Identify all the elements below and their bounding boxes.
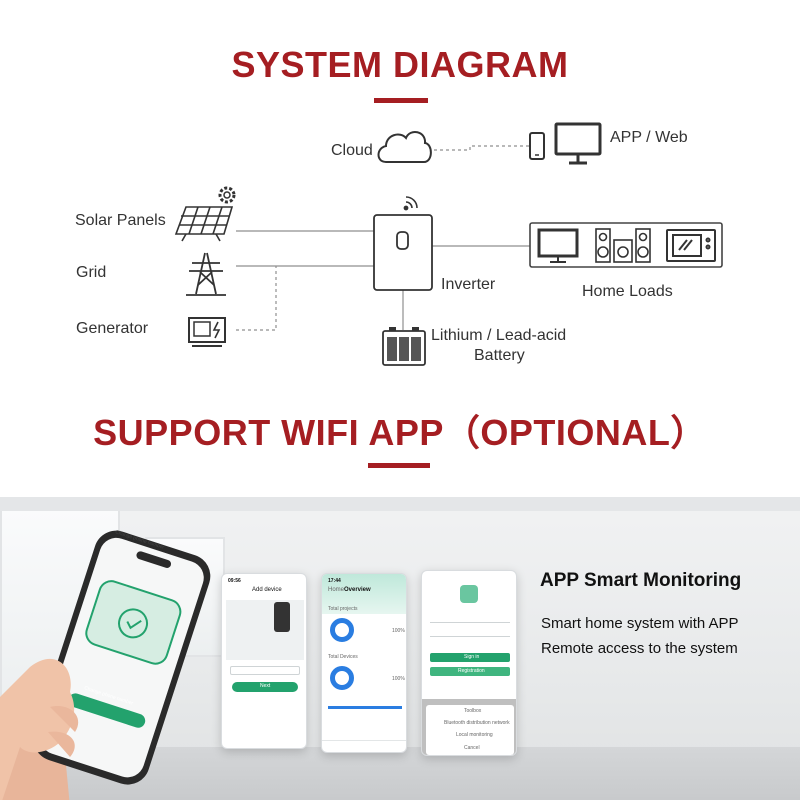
- feature-title: APP Smart Monitoring: [540, 570, 742, 591]
- menu-item-cancel[interactable]: Cancel: [464, 745, 480, 751]
- password-input[interactable]: [430, 629, 510, 637]
- tab-home[interactable]: Home: [328, 587, 345, 593]
- next-button[interactable]: Next: [232, 682, 298, 692]
- title-underline: [374, 98, 428, 103]
- add-device-screen: 09:56 Add device Next: [221, 573, 307, 749]
- feature-item: Remote access to the system: [541, 640, 738, 657]
- home-loads-label: Home Loads: [582, 283, 673, 300]
- add-device-title: Add device: [252, 587, 282, 593]
- system-diagram: [174, 122, 723, 366]
- support-wifi-app-title: SUPPORT WIFI APP（OPTIONAL）: [93, 412, 707, 453]
- projects-ring: [330, 618, 354, 642]
- hand-holding-phone: [0, 530, 211, 800]
- menu-item-bluetooth[interactable]: Bluetooth distribution network: [444, 720, 510, 726]
- gear-icon: [218, 186, 236, 204]
- registration-label: Registration: [458, 668, 485, 674]
- solar-panel-icon: [174, 206, 234, 242]
- account-input[interactable]: [430, 615, 510, 623]
- registration-button[interactable]: Registration: [430, 667, 510, 676]
- sign-in-button[interactable]: Sign in: [430, 653, 510, 662]
- home-loads-box: [529, 222, 723, 268]
- microwave-icon: [666, 229, 716, 262]
- system-diagram-title: SYSTEM DIAGRAM: [231, 44, 569, 85]
- menu-item-local-monitoring[interactable]: Local monitoring: [456, 732, 493, 738]
- inverter-label: Inverter: [441, 276, 496, 293]
- devices-ring: [330, 666, 354, 690]
- speakers-icon: [595, 228, 651, 263]
- overview-header: [322, 574, 406, 614]
- device-serial-input[interactable]: [230, 666, 300, 675]
- app-showcase-photo: Change phone number Change phone number …: [0, 497, 800, 800]
- monitor-icon: [554, 122, 602, 165]
- device-hint-area: [226, 600, 304, 660]
- title-underline: [368, 463, 430, 468]
- wifi-signal-icon: [403, 196, 418, 211]
- cloud-icon: [377, 131, 432, 163]
- sign-in-label: Sign in: [464, 654, 480, 660]
- app-logo-icon: [460, 585, 478, 603]
- tab-overview[interactable]: Overview: [344, 587, 371, 593]
- toolbox-menu: Toolbox Bluetooth distribution network L…: [426, 705, 514, 755]
- status-time: 17:44: [328, 578, 341, 584]
- projects-percent: 100%: [392, 628, 405, 634]
- device-status-bar: [328, 706, 402, 709]
- inverter-icon: [373, 214, 433, 291]
- battery-icon: [382, 327, 426, 366]
- total-projects-label: Total projects: [328, 606, 358, 612]
- smartphone-icon: [529, 132, 545, 160]
- connection-lines: [236, 145, 530, 331]
- generator-label: Generator: [76, 320, 149, 337]
- solar-panels-label: Solar Panels: [75, 212, 166, 229]
- app-web-label: APP / Web: [610, 129, 688, 146]
- cloud-label: Cloud: [331, 142, 373, 159]
- overview-screen: 17:44 Home Overview Total projects 100% …: [321, 573, 407, 753]
- next-button-label: Next: [260, 683, 271, 689]
- status-time: 09:56: [228, 578, 241, 584]
- generator-icon: [188, 317, 226, 347]
- battery-label-line2: Battery: [474, 347, 525, 364]
- feature-item: Smart home system with APP: [541, 615, 739, 632]
- device-phone-illustration: [274, 602, 290, 632]
- grid-label: Grid: [76, 264, 107, 281]
- ceiling: [0, 497, 800, 511]
- devices-percent: 100%: [392, 676, 405, 682]
- power-tower-icon: [186, 252, 226, 296]
- bottom-nav: [322, 740, 406, 752]
- tv-icon: [537, 228, 579, 263]
- battery-label-line1: Lithium / Lead-acid: [431, 327, 567, 344]
- total-devices-label: Total Devices: [328, 654, 358, 660]
- menu-item-toolbox[interactable]: Toolbox: [464, 708, 482, 714]
- login-screen: Sign in Registration Toolbox Bluetooth d…: [421, 570, 517, 756]
